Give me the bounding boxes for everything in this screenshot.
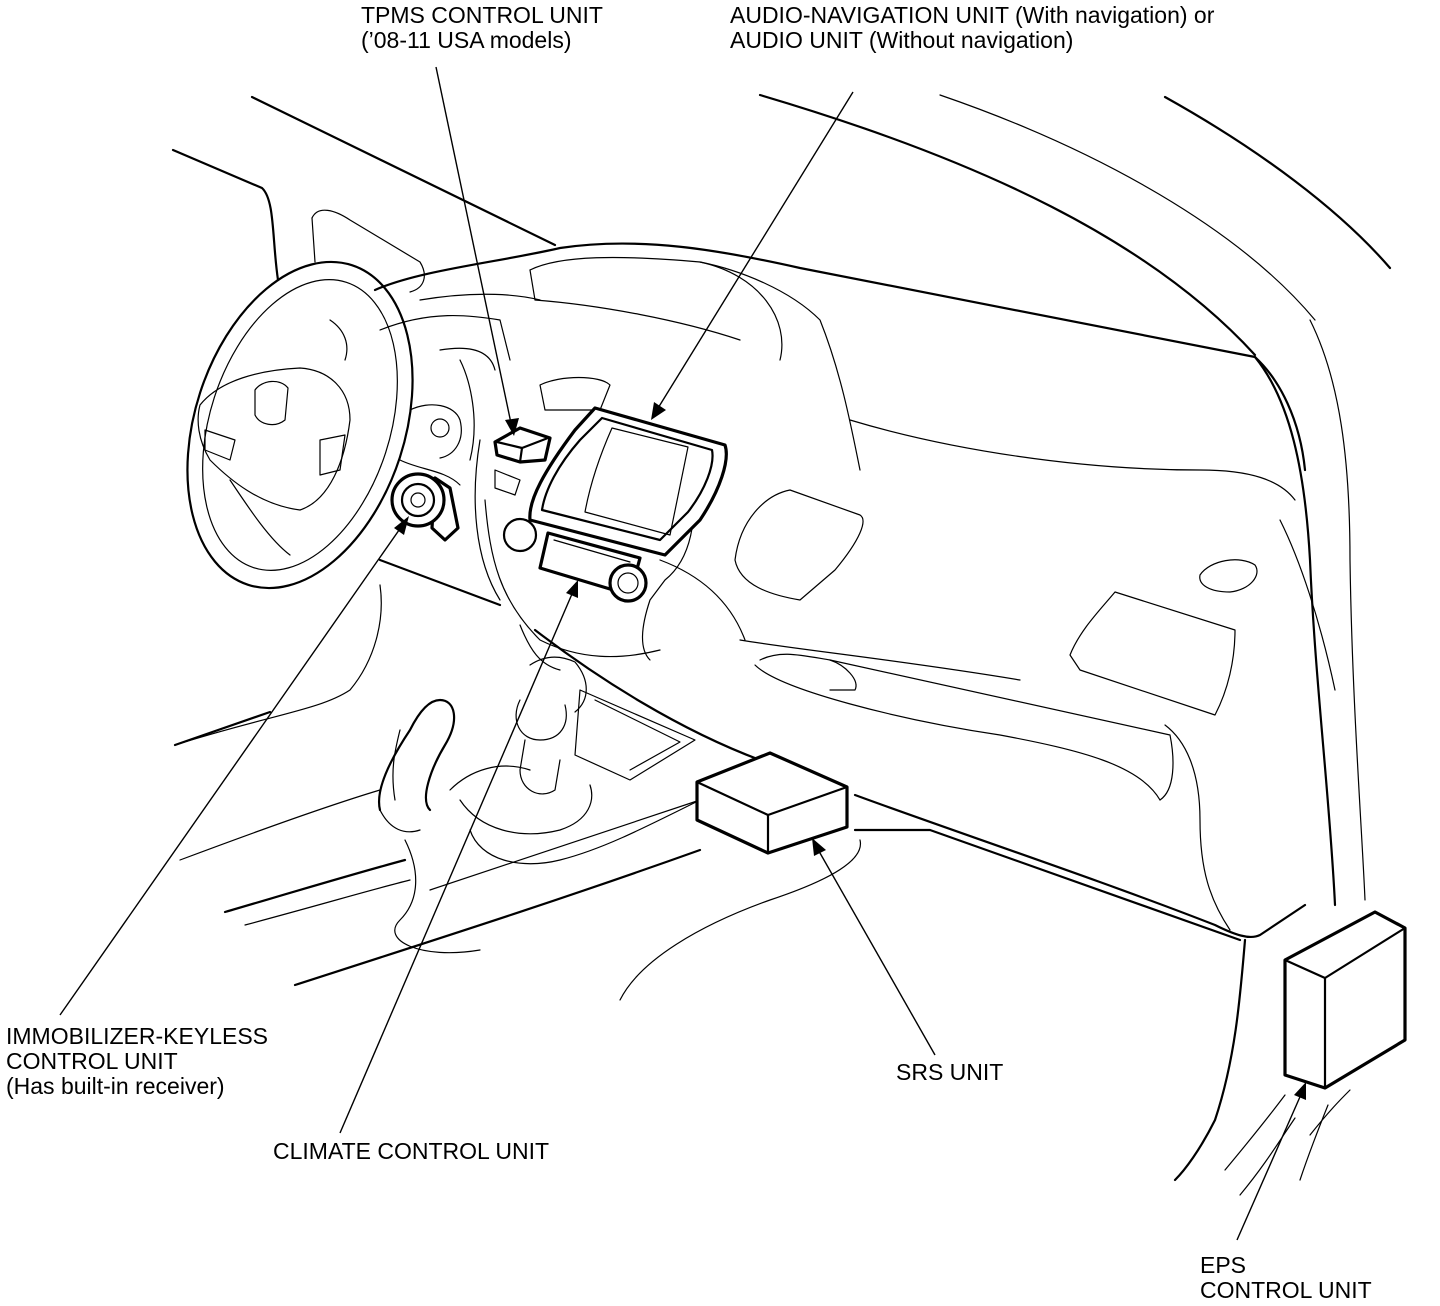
windshield-outline (250, 93, 1392, 357)
label-tpms-control-unit: TPMS CONTROL UNIT (’08-11 USA models) (361, 3, 603, 53)
label-audio-nav-line1: AUDIO-NAVIGATION UNIT (With navigation) … (730, 2, 1215, 28)
label-audio-navigation-unit: AUDIO-NAVIGATION UNIT (With navigation) … (730, 3, 1214, 53)
eps-control-unit (1283, 910, 1407, 1090)
lower-dash (173, 558, 1307, 1001)
srs-unit (695, 751, 849, 855)
label-tpms-line1: TPMS CONTROL UNIT (361, 2, 603, 28)
tpms-control-unit (493, 426, 552, 464)
label-climate-line1: CLIMATE CONTROL UNIT (273, 1138, 550, 1164)
label-immobilizer-line1: IMMOBILIZER-KEYLESS (6, 1023, 269, 1049)
left-door-pillar (171, 148, 425, 293)
column-switches (399, 359, 475, 486)
center-console (179, 624, 702, 987)
label-srs-line1: SRS UNIT (896, 1059, 1004, 1085)
label-climate-control-unit: CLIMATE CONTROL UNIT (273, 1139, 549, 1164)
label-srs-unit: SRS UNIT (896, 1060, 1003, 1085)
leader-immobilizer (59, 522, 405, 1016)
passenger-dash (734, 489, 1336, 931)
label-audio-nav-line2: AUDIO UNIT (Without navigation) (730, 27, 1074, 53)
label-immobilizer-line2: CONTROL UNIT (6, 1048, 178, 1074)
label-eps-line2: CONTROL UNIT (1200, 1277, 1372, 1303)
leader-tpms (435, 66, 513, 429)
audio-navigation-unit (528, 406, 728, 557)
floor-hatching (1224, 1089, 1351, 1196)
leader-climate (339, 586, 576, 1134)
label-immobilizer-line3: (Has built-in receiver) (6, 1073, 225, 1099)
right-pillar (1173, 319, 1366, 1182)
label-eps-control-unit: EPS CONTROL UNIT (1200, 1253, 1372, 1303)
label-tpms-line2: (’08-11 USA models) (361, 27, 572, 53)
label-eps-line1: EPS (1200, 1252, 1247, 1278)
immobilizer-keyless-control-unit (390, 472, 460, 542)
leader-lines (59, 66, 1306, 1241)
climate-control-unit (538, 531, 648, 603)
label-immobilizer-keyless-control-unit: IMMOBILIZER-KEYLESS CONTROL UNIT (Has bu… (6, 1024, 268, 1099)
leader-audio-nav (654, 91, 854, 414)
leader-srs (815, 845, 936, 1056)
leader-eps (1236, 1089, 1304, 1241)
steering-wheel (186, 260, 414, 590)
